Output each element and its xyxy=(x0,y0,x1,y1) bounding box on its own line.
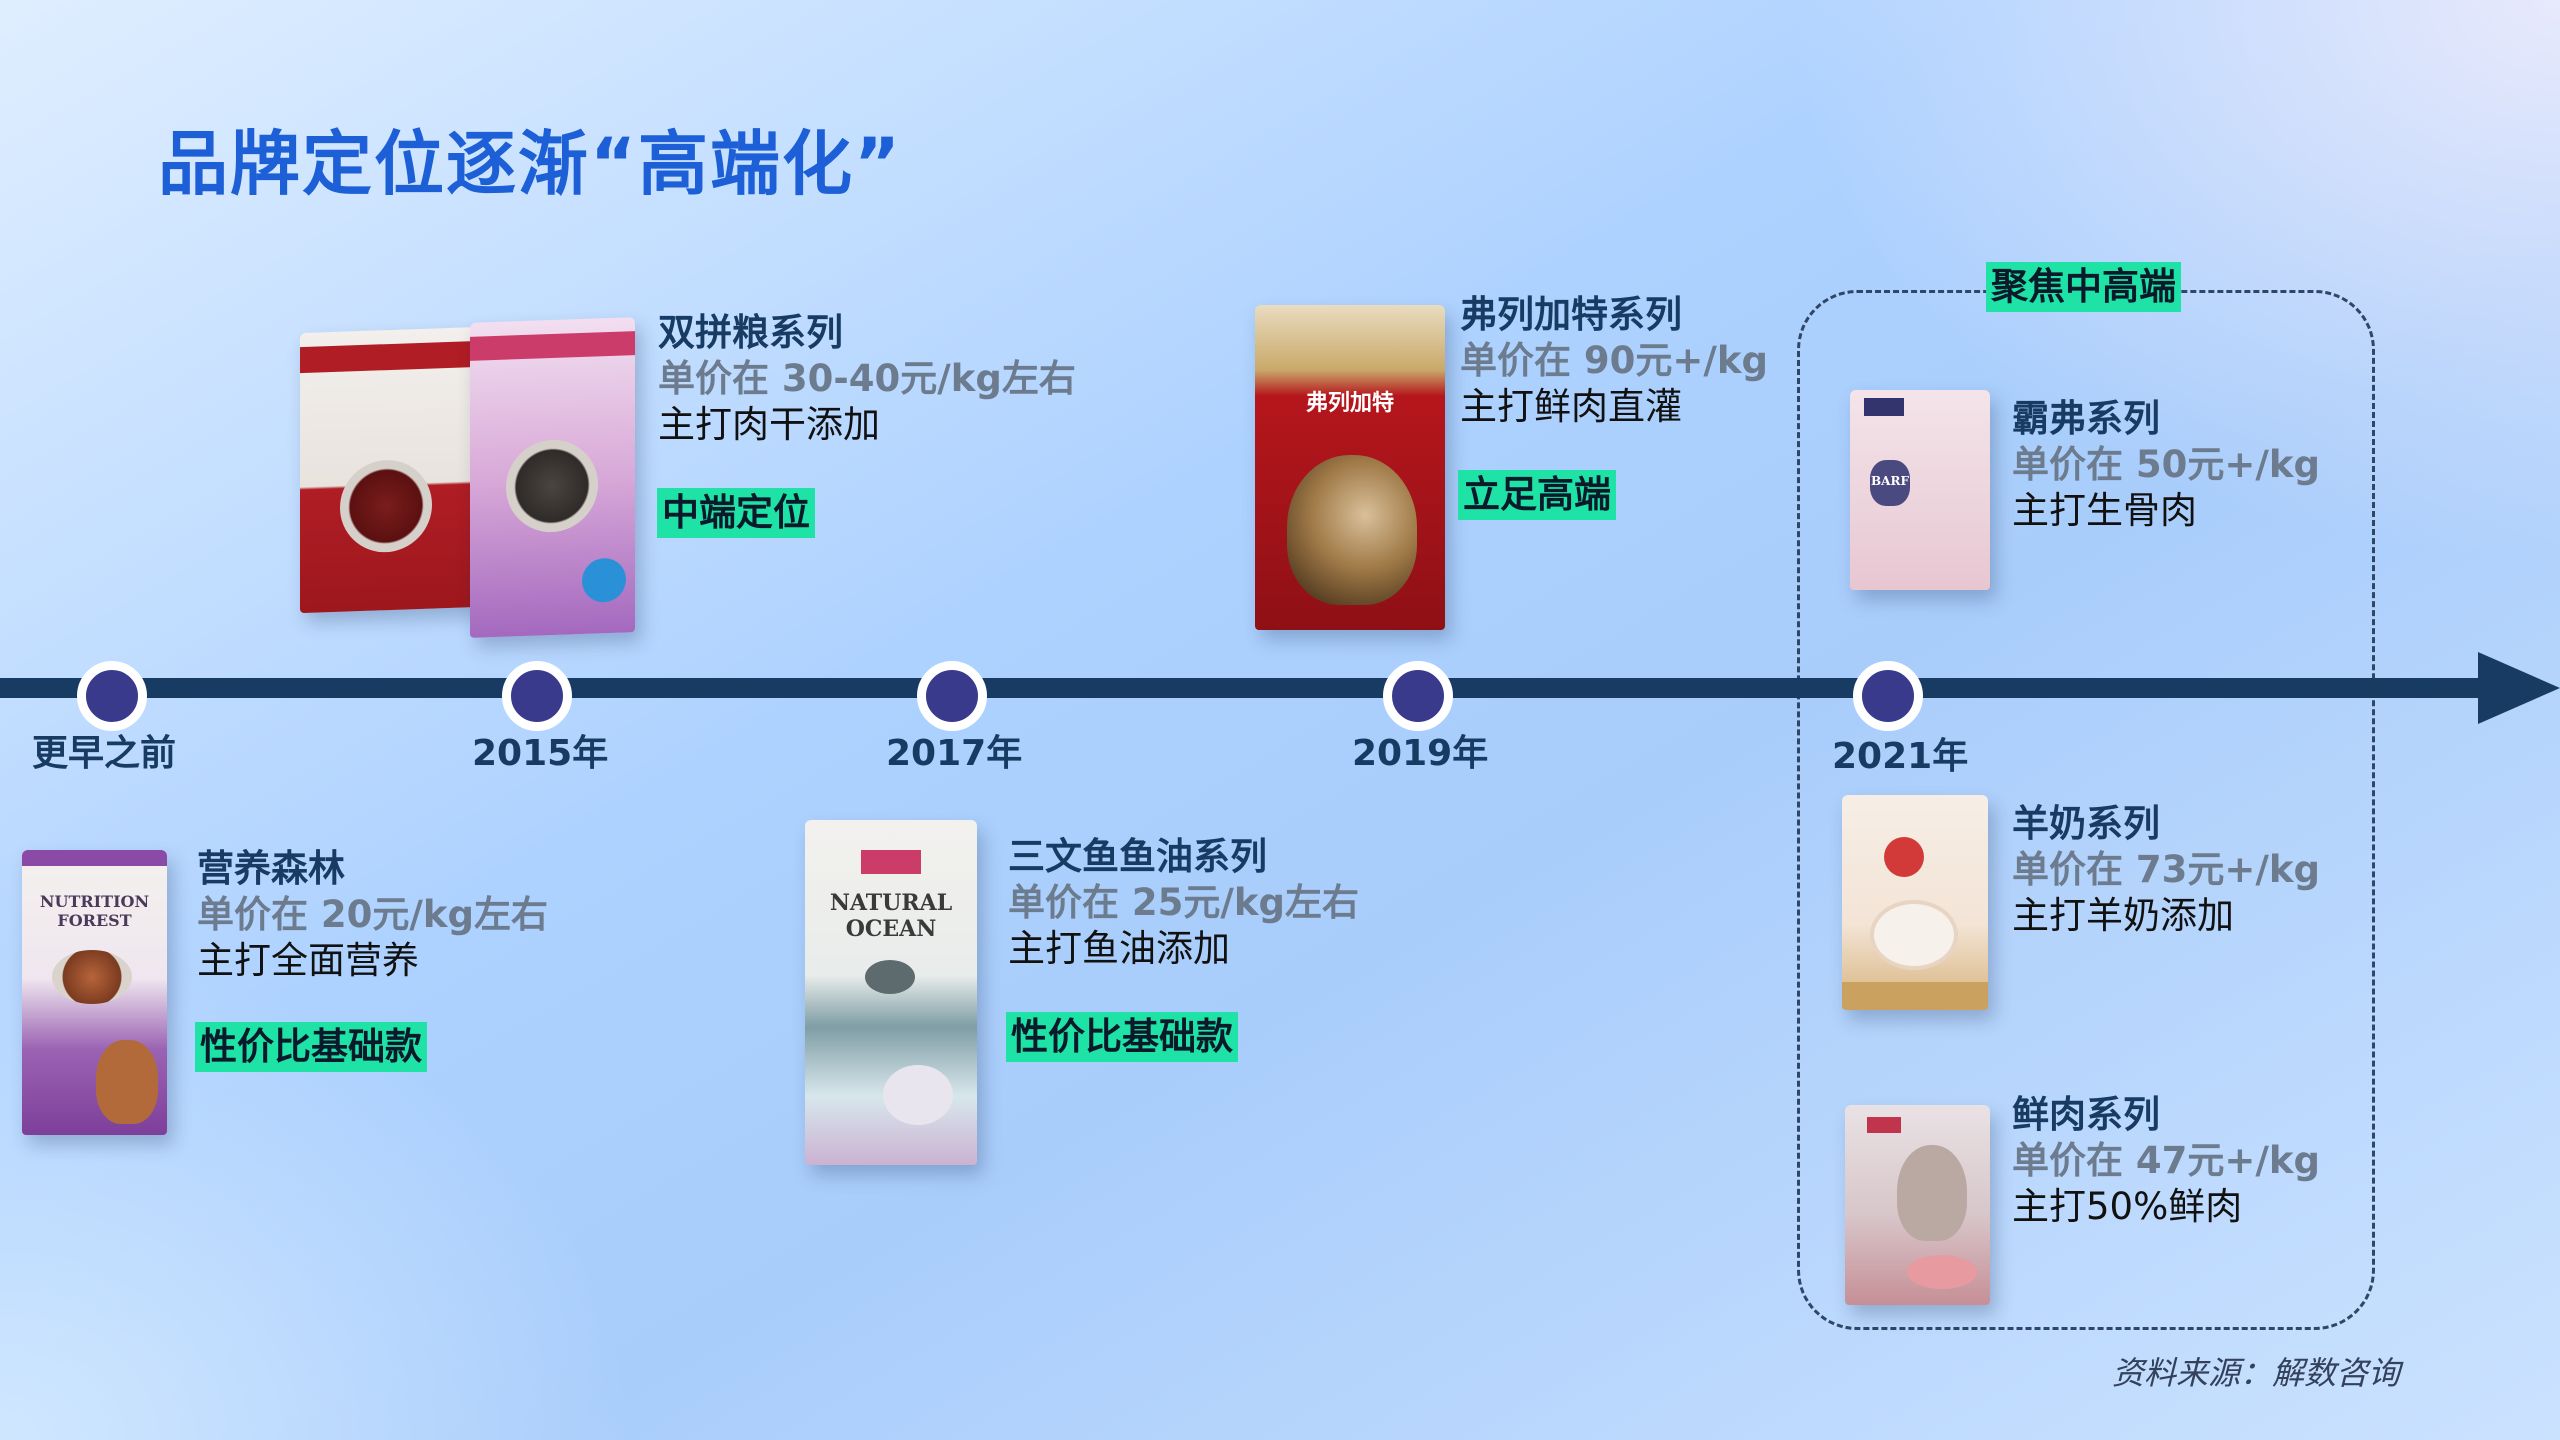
product-bag-nutrition-forest: NUTRITION FOREST xyxy=(22,850,167,1135)
product-name: 三文鱼鱼油系列 xyxy=(1008,835,1267,878)
product-info-goat-milk: 羊奶系列 单价在 73元+/kg 主打羊奶添加 xyxy=(2012,801,2320,939)
product-bag-double-mix-red xyxy=(300,326,480,614)
product-focus: 主打鱼油添加 xyxy=(1008,927,1230,970)
product-focus: 主打肉干添加 xyxy=(658,403,880,446)
timeline-arrow-icon xyxy=(2478,652,2560,724)
product-price: 单价在 50元+/kg xyxy=(2012,443,2320,486)
bag-brand-text: NUTRITION FOREST xyxy=(39,892,150,930)
product-bag-salmon-oil: NATURAL OCEAN xyxy=(805,820,977,1165)
timeline-node xyxy=(1853,661,1923,731)
focus-tag: 聚焦中高端 xyxy=(1986,262,2181,312)
product-price: 单价在 25元/kg左右 xyxy=(1008,881,1359,924)
product-bag-frontline: 弗列加特 xyxy=(1255,305,1445,630)
bag-brand-text: BARF xyxy=(1871,474,1909,488)
product-price: 单价在 73元+/kg xyxy=(2012,848,2320,891)
timeline-node xyxy=(502,661,572,731)
timeline-node xyxy=(77,661,147,731)
product-name: 霸弗系列 xyxy=(2012,397,2160,440)
positioning-tag: 立足高端 xyxy=(1458,470,1616,520)
product-focus: 主打羊奶添加 xyxy=(2012,894,2234,937)
product-info-salmon-oil: 三文鱼鱼油系列 单价在 25元/kg左右 主打鱼油添加 xyxy=(1008,834,1359,972)
bag-brand-text: NATURAL OCEAN xyxy=(829,890,953,942)
product-bag-double-mix-purple xyxy=(470,317,635,638)
product-price: 单价在 30-40元/kg左右 xyxy=(658,357,1076,400)
product-info-double-mix: 双拼粮系列 单价在 30-40元/kg左右 主打肉干添加 xyxy=(658,310,1076,448)
product-bag-fresh-meat xyxy=(1845,1105,1990,1305)
timeline-label: 2015年 xyxy=(472,733,609,774)
product-focus: 主打全面营养 xyxy=(197,939,419,982)
product-bag-barf: BARF xyxy=(1850,390,1990,590)
product-focus: 主打生骨肉 xyxy=(2012,489,2197,532)
timeline-line xyxy=(0,678,2490,698)
product-info-frontline: 弗列加特系列 单价在 90元+/kg 主打鲜肉直灌 xyxy=(1460,292,1768,430)
timeline-label: 2019年 xyxy=(1352,733,1489,774)
timeline-label: 更早之前 xyxy=(32,733,177,774)
positioning-tag: 性价比基础款 xyxy=(1006,1012,1238,1062)
product-info-barf: 霸弗系列 单价在 50元+/kg 主打生骨肉 xyxy=(2012,396,2320,534)
product-bag-goat-milk xyxy=(1842,795,1988,1010)
product-info-fresh-meat: 鲜肉系列 单价在 47元+/kg 主打50%鲜肉 xyxy=(2012,1092,2320,1230)
source-note: 资料来源：解数咨询 xyxy=(2112,1354,2401,1392)
product-name: 双拼粮系列 xyxy=(658,311,843,354)
bag-brand-text: 弗列加特 xyxy=(1305,390,1394,416)
product-info-nutrition-forest: 营养森林 单价在 20元/kg左右 主打全面营养 xyxy=(197,846,548,984)
product-price: 单价在 47元+/kg xyxy=(2012,1139,2320,1182)
positioning-tag: 中端定位 xyxy=(657,488,815,538)
positioning-tag: 性价比基础款 xyxy=(195,1022,427,1072)
product-name: 鲜肉系列 xyxy=(2012,1093,2160,1136)
timeline-node xyxy=(917,661,987,731)
product-name: 营养森林 xyxy=(197,847,345,890)
product-focus: 主打鲜肉直灌 xyxy=(1460,385,1682,428)
product-focus: 主打50%鲜肉 xyxy=(2012,1185,2243,1228)
product-name: 羊奶系列 xyxy=(2012,802,2160,845)
timeline-label: 2017年 xyxy=(886,733,1023,774)
product-name: 弗列加特系列 xyxy=(1460,293,1682,336)
product-price: 单价在 90元+/kg xyxy=(1460,339,1768,382)
page-title: 品牌定位逐渐“高端化” xyxy=(158,123,903,205)
product-price: 单价在 20元/kg左右 xyxy=(197,893,548,936)
timeline-node xyxy=(1383,661,1453,731)
timeline-label: 2021年 xyxy=(1832,736,1969,777)
